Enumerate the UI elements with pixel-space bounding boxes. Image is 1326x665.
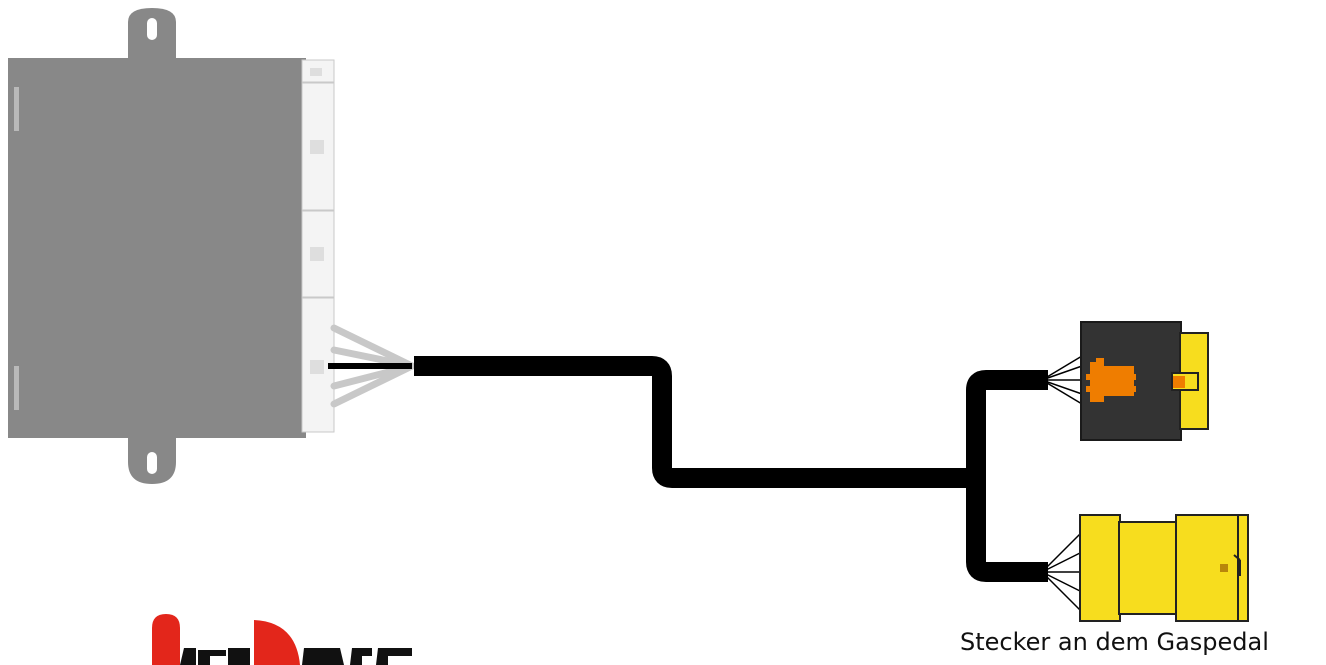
wire-fan-top — [1041, 355, 1083, 405]
connector-caption: Stecker an dem Gaspedal — [960, 628, 1269, 656]
cable-harness — [414, 356, 966, 488]
module-connectors — [301, 59, 335, 433]
module-mount-top — [128, 8, 176, 60]
connector-top-pins — [1086, 358, 1136, 402]
wire-fan-bottom — [1041, 531, 1083, 613]
connector-bottom-latch — [1220, 564, 1228, 572]
module-slot-top — [14, 87, 19, 131]
itendorf-logo — [152, 614, 412, 665]
control-module-body — [8, 58, 306, 438]
module-slot-bottom — [14, 366, 19, 410]
wire-fan-module — [330, 324, 416, 408]
connector-top — [1080, 321, 1209, 441]
module-connector-marks — [310, 68, 324, 374]
cable-branch-bottom — [966, 470, 1048, 582]
module-mount-bottom — [128, 436, 176, 484]
cable-branch-top — [966, 370, 1048, 478]
